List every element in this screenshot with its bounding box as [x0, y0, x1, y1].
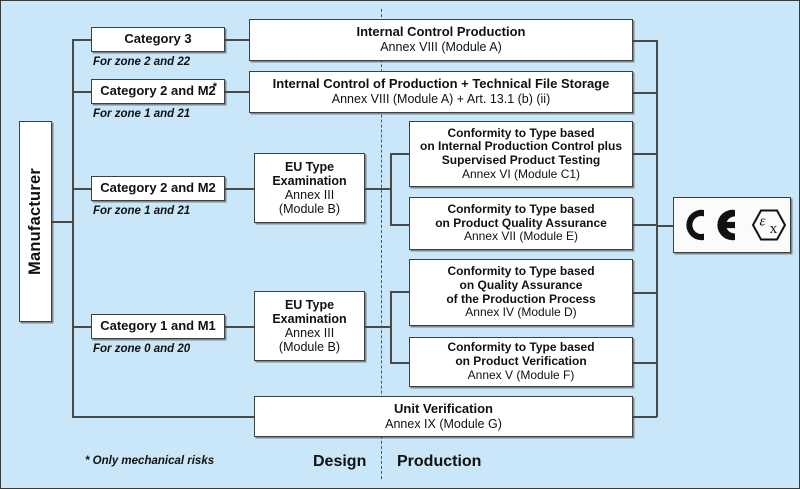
production-section-label: Production: [397, 453, 482, 470]
icp-to-collector: [632, 40, 657, 42]
e-to-collector: [632, 224, 657, 226]
footnote-label: * Only mechanical risks: [85, 455, 215, 467]
svg-text:ε: ε: [760, 214, 766, 230]
eutype2-branch-vertical: [390, 291, 392, 363]
eu-type-examination-box-2[interactable]: EU Type Examination Annex III (Module B): [254, 291, 365, 361]
eu-type-module: (Module B): [278, 340, 341, 355]
asterisk-icon: *: [212, 81, 217, 93]
conformity-f-line2: on Product Verification: [455, 354, 587, 369]
cat3-to-internal-control: [224, 39, 251, 41]
cat2star-to-internal-control-tech: [224, 91, 251, 93]
internal-control-annex: Annex VIII (Module A): [380, 40, 502, 55]
conformity-d-annex: Annex IV (Module D): [465, 305, 577, 320]
conformity-e-annex: Annex VII (Module E): [463, 229, 579, 244]
eutype1-branch-vertical: [390, 153, 392, 225]
conformity-c1-line1: Conformity to Type based: [447, 125, 595, 140]
category-1-m1-label: Category 1 and M1: [100, 318, 216, 334]
conformity-module-d-box[interactable]: Conformity to Type based on Quality Assu…: [409, 259, 633, 326]
trunk-to-cat2-star: [72, 91, 93, 93]
eu-type-annex: Annex III: [284, 326, 335, 340]
unit-verification-title: Unit Verification: [394, 400, 493, 416]
conformity-module-c1-box[interactable]: Conformity to Type based on Internal Pro…: [409, 121, 633, 187]
conformity-e-line2: on Product Quality Assurance: [435, 215, 607, 230]
category-2-m2-star-box[interactable]: Category 2 and M2 *: [91, 79, 225, 104]
category-2-m2-star-label: Category 2 and M2: [100, 83, 216, 99]
category-3-zone-label: For zone 2 and 22: [93, 56, 191, 68]
category-2-m2-box[interactable]: Category 2 and M2: [91, 176, 225, 201]
cat2-to-eutype1: [224, 188, 256, 190]
category-2-m2-zone-label: For zone 1 and 21: [93, 205, 191, 217]
internal-control-production-box[interactable]: Internal Control Production Annex VIII (…: [249, 19, 633, 61]
trunk-to-cat1: [72, 326, 93, 328]
manufacturer-label: Manufacturer: [26, 168, 45, 275]
unit-verification-box[interactable]: Unit Verification Annex IX (Module G): [254, 396, 633, 437]
conformity-module-e-box[interactable]: Conformity to Type based on Product Qual…: [409, 197, 633, 250]
eutype1-out: [364, 188, 391, 190]
eutype1-branch-to-e: [390, 224, 411, 226]
d-to-collector: [632, 292, 657, 294]
c1-to-collector: [632, 153, 657, 155]
icpts-to-collector: [632, 92, 657, 94]
eu-type-line1: EU Type: [284, 159, 335, 174]
conformity-d-line2: on Quality Assurance: [459, 277, 583, 292]
category-1-m1-box[interactable]: Category 1 and M1: [91, 314, 225, 339]
conformity-d-line1: Conformity to Type based: [447, 264, 595, 279]
category-3-label: Category 3: [124, 31, 192, 47]
svg-text:x: x: [770, 221, 778, 237]
eutype2-branch-to-d: [390, 291, 411, 293]
conformity-c1-annex: Annex VI (Module C1): [461, 166, 581, 181]
design-section-label: Design: [313, 453, 367, 470]
eu-type-line2: Examination: [272, 173, 347, 188]
collector-to-ce-mark: [656, 225, 675, 227]
design-production-divider: [381, 9, 382, 479]
eu-type-line1: EU Type: [284, 297, 335, 312]
right-collector-vertical: [656, 40, 658, 417]
eutype2-branch-to-f: [390, 362, 411, 364]
manufacturer-box[interactable]: Manufacturer: [19, 121, 52, 322]
internal-control-title: Internal Control Production: [356, 24, 526, 40]
category-3-box[interactable]: Category 3: [91, 27, 225, 52]
eutype1-branch-to-c1: [390, 153, 411, 155]
conformity-c1-line2: on Internal Production Control plus: [420, 139, 622, 154]
ce-ex-marking-box[interactable]: ε x: [673, 197, 791, 253]
conformity-f-annex: Annex V (Module F): [467, 367, 575, 382]
internal-control-tech-annex: Annex VIII (Module A) + Art. 13.1 (b) (i…: [331, 92, 551, 107]
left-trunk-vertical: [72, 39, 74, 418]
internal-control-tech-file-box[interactable]: Internal Control of Production + Technic…: [249, 71, 633, 113]
category-2-m2-star-zone-label: For zone 1 and 21: [93, 108, 191, 120]
conformity-c1-line3: Supervised Product Testing: [441, 153, 601, 167]
unit-verification-annex: Annex IX (Module G): [385, 416, 502, 431]
internal-control-tech-title: Internal Control of Production + Technic…: [272, 76, 610, 92]
manufacturer-to-trunk: [51, 221, 74, 223]
ce-ex-mark-icon: ε x: [686, 209, 786, 241]
trunk-to-cat3: [72, 39, 93, 41]
trunk-to-unit-verification: [72, 416, 256, 418]
unitver-to-collector: [632, 416, 657, 418]
conformity-e-line1: Conformity to Type based: [447, 201, 595, 216]
conformity-d-line3: of the Production Process: [446, 291, 596, 306]
f-to-collector: [632, 362, 657, 364]
eu-type-module: (Module B): [278, 202, 341, 217]
trunk-to-cat2: [72, 188, 93, 190]
cat1-to-eutype2: [224, 326, 256, 328]
conformity-module-f-box[interactable]: Conformity to Type based on Product Veri…: [409, 337, 633, 387]
eu-type-annex: Annex III: [284, 188, 335, 202]
eu-type-examination-box-1[interactable]: EU Type Examination Annex III (Module B): [254, 153, 365, 223]
eutype2-out: [364, 326, 391, 328]
conformity-f-line1: Conformity to Type based: [447, 340, 595, 355]
eu-type-line2: Examination: [272, 311, 347, 326]
category-2-m2-label: Category 2 and M2: [100, 180, 216, 196]
category-1-m1-zone-label: For zone 0 and 20: [93, 343, 191, 355]
